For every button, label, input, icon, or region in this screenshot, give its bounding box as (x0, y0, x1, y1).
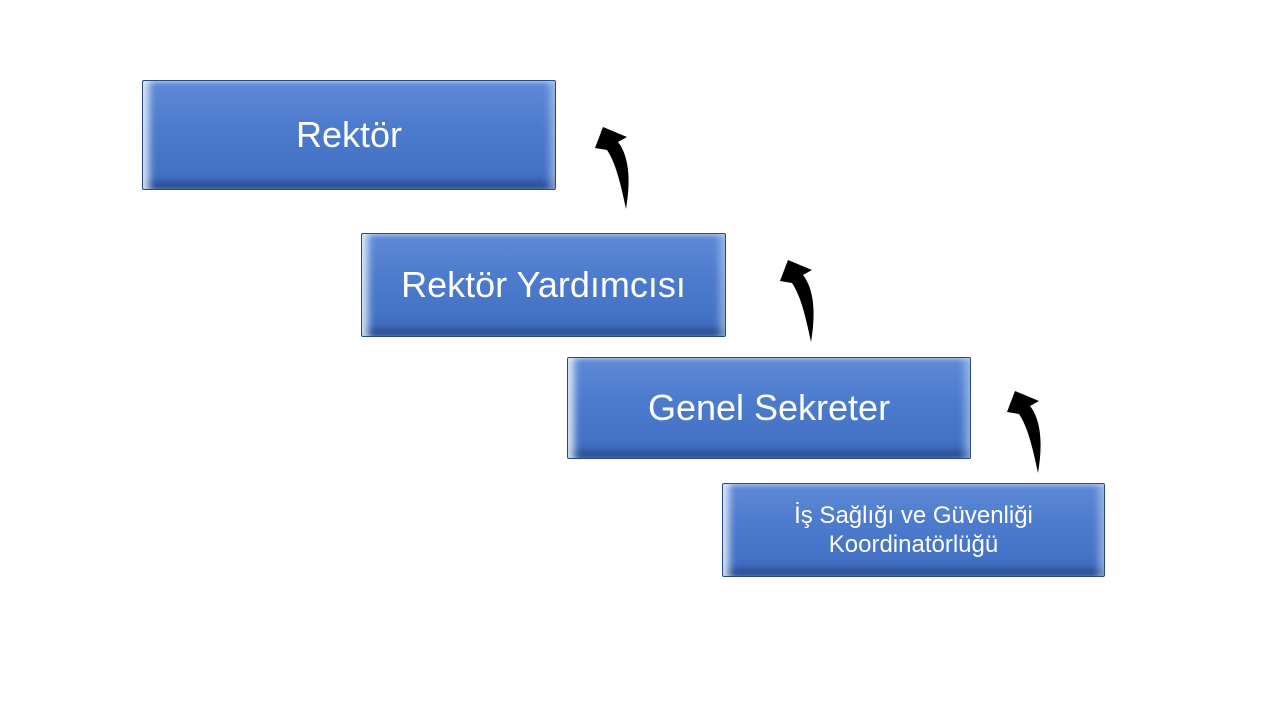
node-rektor-yardimcisi-label: Rektör Yardımcısı (401, 264, 686, 306)
curved-up-arrow-icon (595, 127, 629, 209)
node-rektor-yardimcisi: Rektör Yardımcısı (361, 233, 726, 337)
curved-up-arrow-shape (1007, 391, 1041, 473)
curved-up-arrow-icon (1007, 391, 1041, 473)
node-genel-sekreter-label: Genel Sekreter (647, 387, 891, 429)
node-isg-koordinatorlugu-label: İş Sağlığı ve Güvenliği Koordinatörlüğü (794, 501, 1033, 558)
node-genel-sekreter: Genel Sekreter (567, 357, 971, 459)
curved-up-arrow-shape (595, 127, 629, 209)
node-isg-koordinatorlugu: İş Sağlığı ve Güvenliği Koordinatörlüğü (722, 483, 1105, 577)
curved-up-arrow-shape (780, 260, 814, 342)
node-rektor: Rektör (142, 80, 556, 190)
curved-up-arrow-icon (780, 260, 814, 342)
node-rektor-label: Rektör (295, 114, 403, 156)
